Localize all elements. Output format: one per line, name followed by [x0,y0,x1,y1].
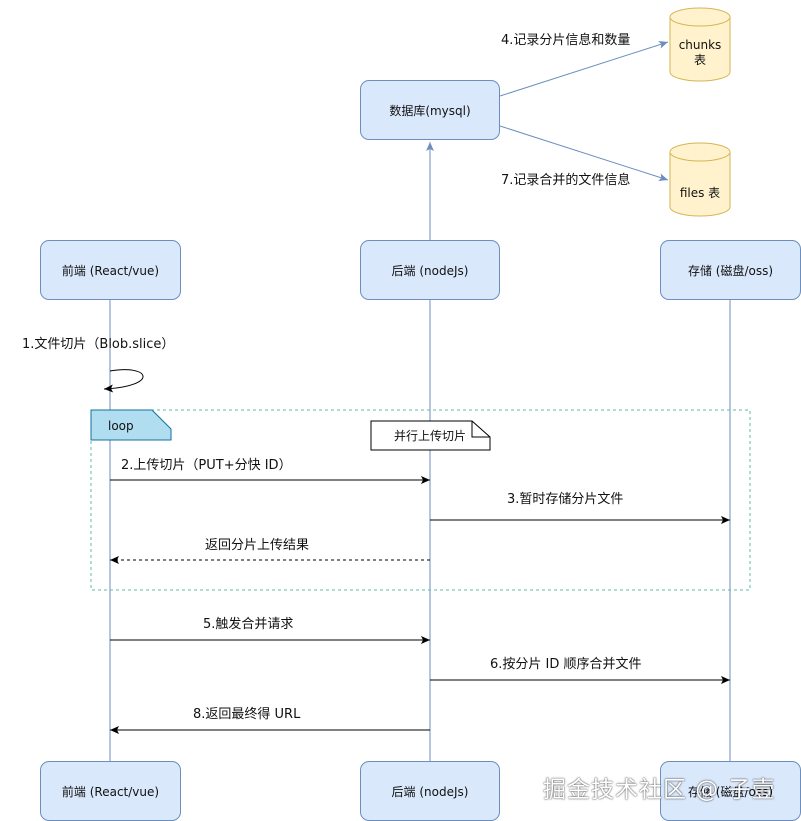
self-slice-arrow [103,369,144,393]
step6-label: 6.按分片 ID 顺序合并文件 [490,657,642,672]
parallel-note-label: 并行上传切片 [394,429,467,443]
files-table-cylinder [669,142,731,217]
backend-box-bottom: 后端 (nodeJs) [360,761,500,821]
chunks-table-cylinder [669,7,731,82]
db-to-files-arrow [499,125,669,182]
database-box: 数据库(mysql) [360,80,500,140]
storage-box-top: 存储 (磁盘/oss) [660,240,801,300]
step3-label: 3.暂时存储分片文件 [507,492,624,507]
parallel-note-shape [370,420,491,451]
db-to-chunks-arrow [499,40,669,97]
step8-label: 8.返回最终得 URL [193,707,301,722]
chunks-table-label: chunks 表 [678,38,722,67]
step2-label: 2.上传切片（PUT+分快 ID） [121,458,292,473]
step5-label: 5.触发合并请求 [203,617,294,632]
files-table-label: files 表 [679,186,721,200]
step7-label: 7.记录合并的文件信息 [501,173,631,188]
backend-box-top: 后端 (nodeJs) [360,240,500,300]
loop-tag-shape [90,409,172,441]
storage-box-bottom: 存储 (磁盘/oss) [660,761,801,821]
frontend-box-bottom: 前端 (React/vue) [40,761,181,821]
step4-label: 4.记录分片信息和数量 [501,33,631,48]
return-label: 返回分片上传结果 [205,538,310,553]
frontend-box-top: 前端 (React/vue) [40,240,181,300]
watermark: 掘金技术社区 @ 子壹 [543,777,776,803]
loop-tag-label: loop [108,419,134,433]
step1-label: 1.文件切片（Blob.slice） [22,337,175,352]
